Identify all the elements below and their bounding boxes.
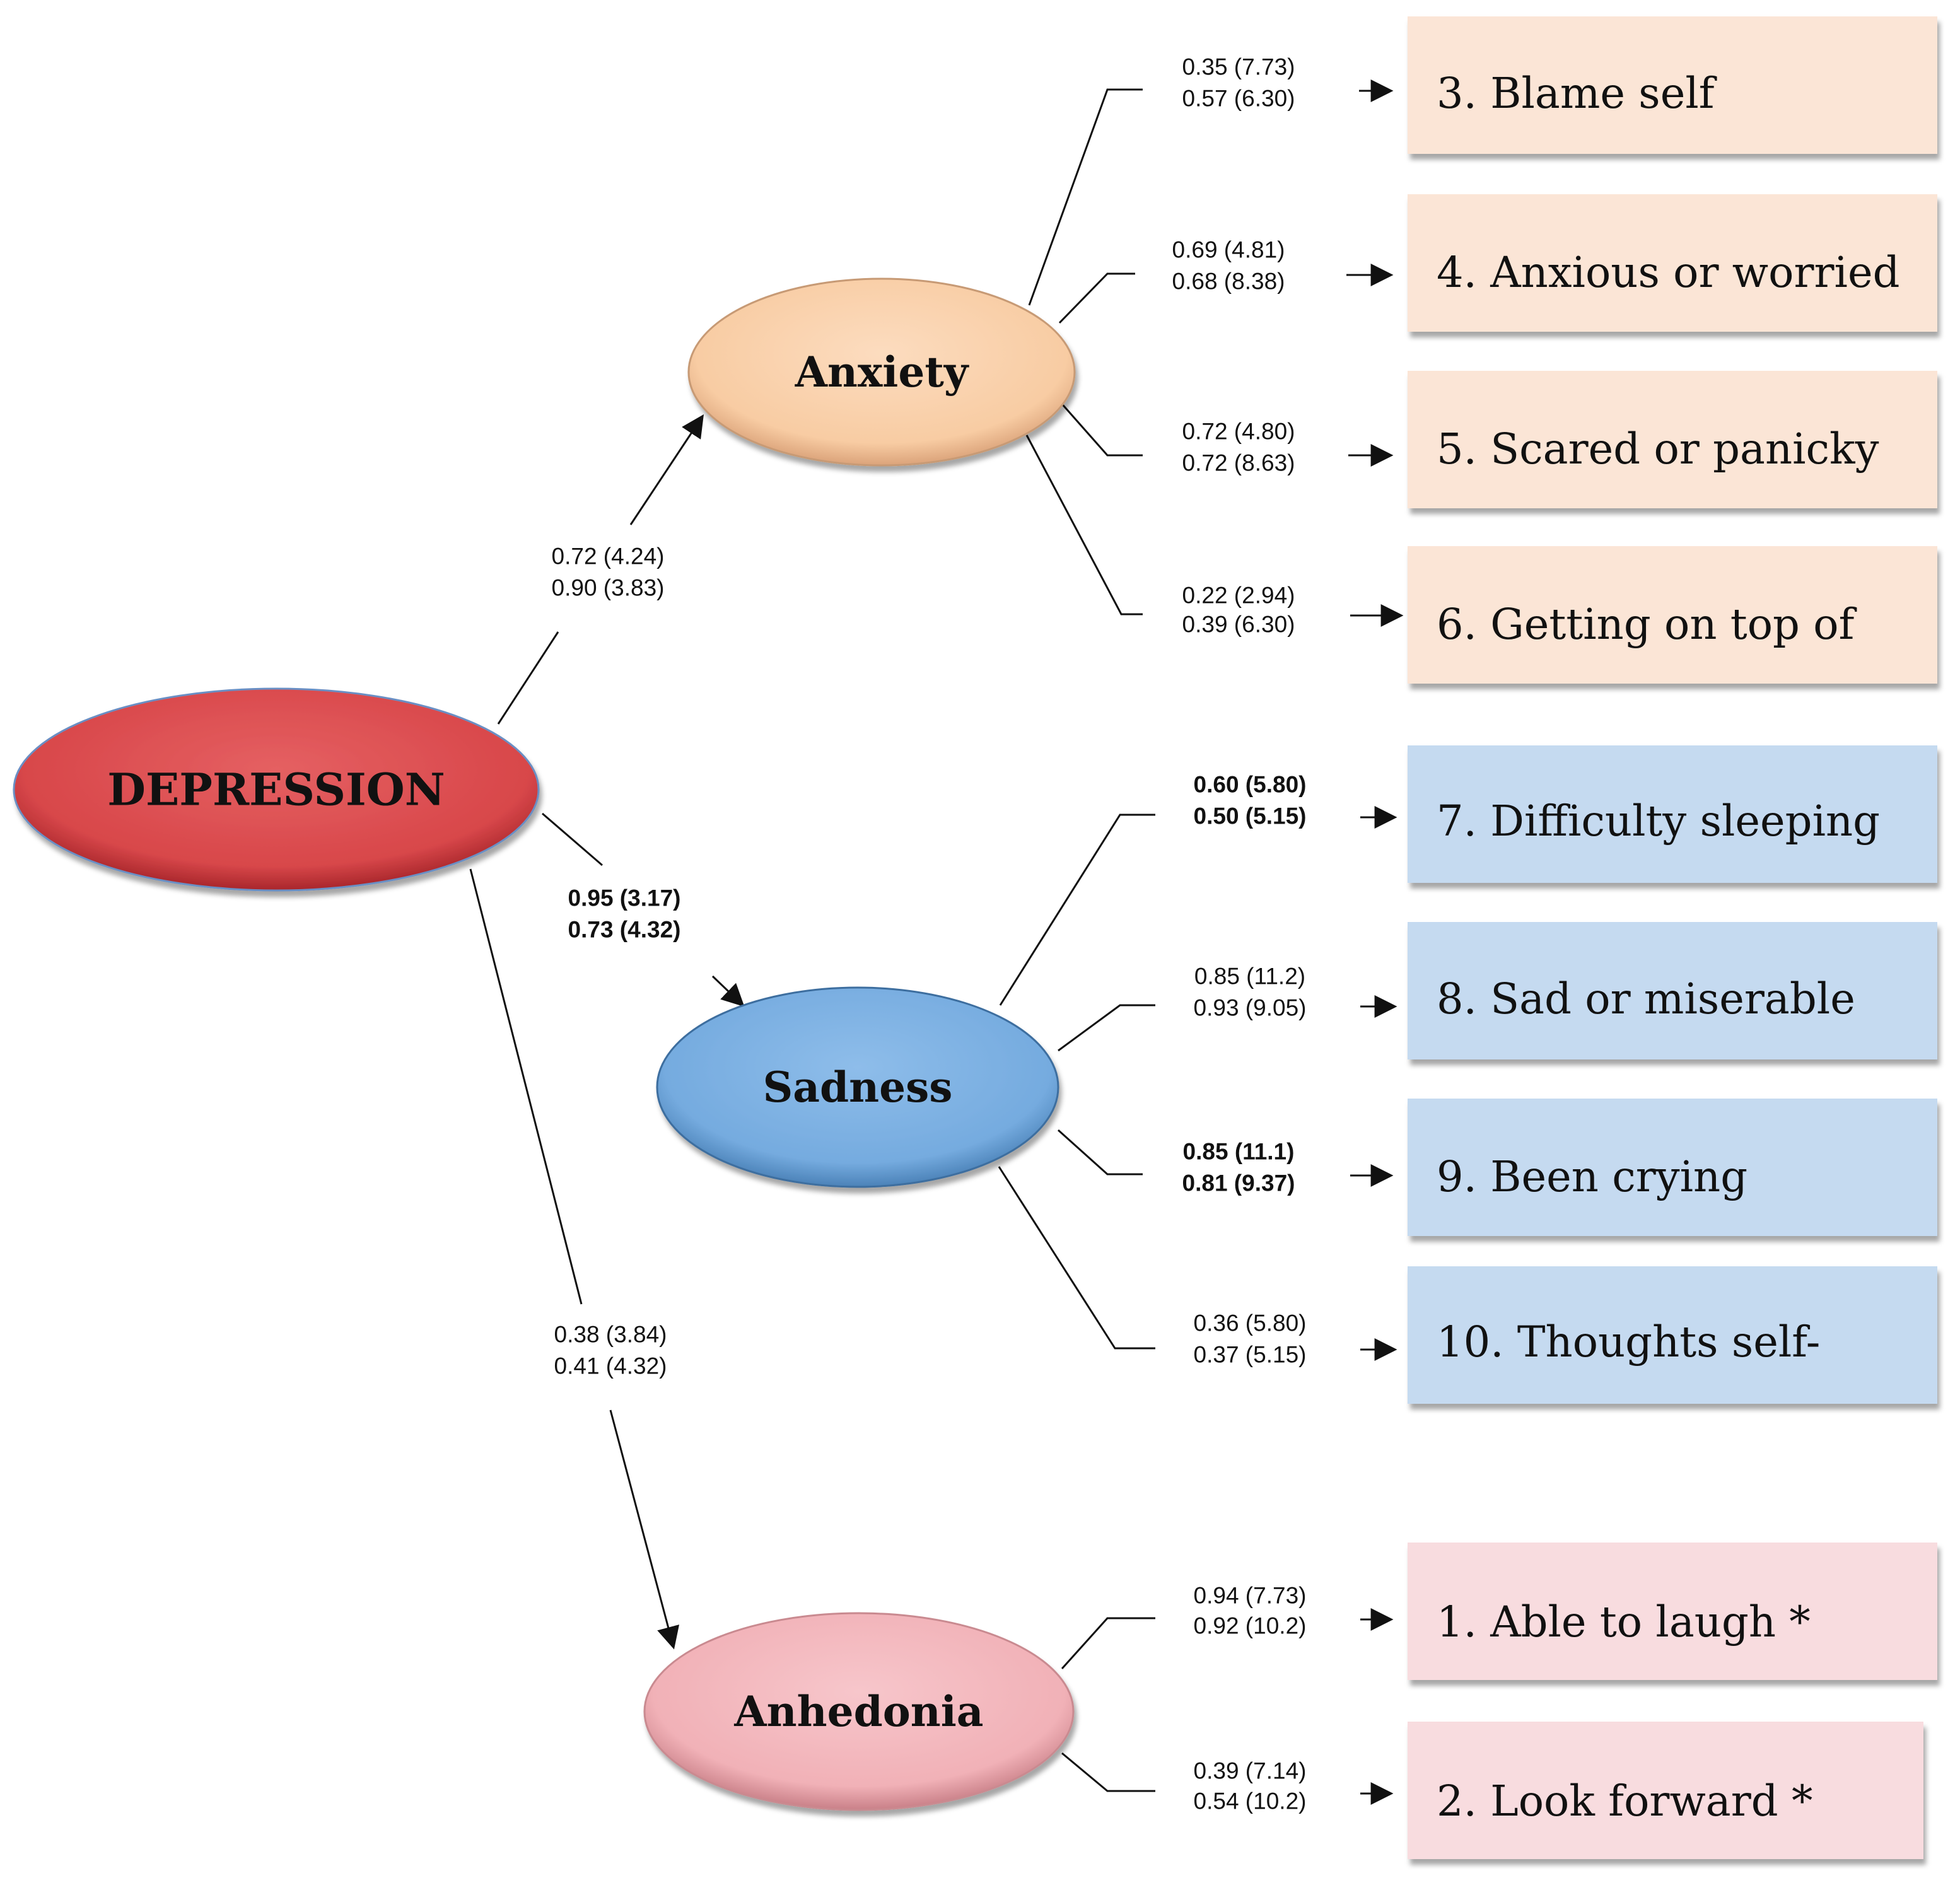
coef-item6-2: 0.39 (6.30) xyxy=(1182,612,1295,638)
anhedonia-label: Anhedonia xyxy=(733,1687,983,1736)
factor-coefficients: 0.72 (4.24) 0.90 (3.83) 0.95 (3.17) 0.73… xyxy=(552,544,681,1379)
coef-item2-1: 0.39 (7.14) xyxy=(1194,1758,1307,1784)
item-box-10: 10. Thoughts self- xyxy=(1408,1266,1937,1404)
edge-anxiety-item5 xyxy=(1058,400,1143,457)
coef-item1-2: 0.92 (10.2) xyxy=(1194,1613,1307,1639)
item-box-3-bg xyxy=(1408,16,1937,154)
coef-depression-sadness-2: 0.73 (4.32) xyxy=(568,917,681,943)
item-box-4-bg xyxy=(1408,194,1937,332)
edge-depression-sadness-lower xyxy=(711,975,745,1007)
item-7-label: 7. Difficulty sleeping xyxy=(1437,796,1880,846)
coef-depression-anhedonia-2: 0.41 (4.32) xyxy=(554,1353,667,1379)
sadness-ellipse xyxy=(656,986,1059,1188)
item-9-label: 9. Been crying xyxy=(1437,1152,1747,1201)
coef-item1-1: 0.94 (7.73) xyxy=(1194,1583,1307,1609)
coef-item9-2: 0.81 (9.37) xyxy=(1182,1170,1295,1196)
edge-sadness-item8 xyxy=(1058,1004,1155,1052)
item-box-8: 8. Sad or miserable xyxy=(1408,922,1937,1059)
item-box-5-bg xyxy=(1408,371,1937,508)
coef-item5-2: 0.72 (8.63) xyxy=(1182,450,1295,476)
item-box-1: 1. Able to laugh * xyxy=(1408,1543,1937,1680)
item-box-5: 5. Scared or panicky xyxy=(1408,371,1937,508)
factor-nodes: DEPRESSION Anxiety Sadness Anhedonia xyxy=(13,277,1076,1811)
item-1-label: 1. Able to laugh * xyxy=(1437,1597,1811,1647)
item-box-2-bg xyxy=(1408,1722,1923,1859)
item-10-label: 10. Thoughts self- xyxy=(1437,1317,1820,1367)
edge-depression-anhedonia-lower xyxy=(609,1409,680,1650)
edge-anxiety-item4 xyxy=(1058,272,1135,324)
item-2-label: 2. Look forward * xyxy=(1437,1776,1812,1826)
edge-anxiety-item6 xyxy=(1025,435,1143,615)
coef-item9-1: 0.85 (11.1) xyxy=(1183,1139,1295,1165)
item-boxes: 3. Blame self 4. Anxious or worried 5. S… xyxy=(1408,16,1937,1859)
edge-sadness-item7 xyxy=(999,814,1155,1006)
item-6-label: 6. Getting on top of xyxy=(1437,600,1857,649)
anxiety-ellipse xyxy=(687,277,1076,467)
item-3-label: 3. Blame self xyxy=(1437,69,1717,118)
anhedonia-ellipse xyxy=(643,1612,1075,1811)
coef-item7-2: 0.50 (5.15) xyxy=(1194,803,1307,829)
coef-item3-1: 0.35 (7.73) xyxy=(1182,54,1295,80)
depression-ellipse xyxy=(13,687,540,892)
item-box-6-bg xyxy=(1408,546,1937,684)
coef-depression-anxiety-2: 0.90 (3.83) xyxy=(552,575,665,601)
item-edges xyxy=(998,88,1155,1792)
item-5-label: 5. Scared or panicky xyxy=(1437,424,1879,474)
edge-sadness-item10 xyxy=(998,1166,1155,1350)
edge-depression-sadness-upper xyxy=(542,812,603,866)
node-depression: DEPRESSION xyxy=(13,687,540,892)
node-sadness: Sadness xyxy=(656,986,1059,1188)
item-4-label: 4. Anxious or worried xyxy=(1437,248,1900,297)
item-box-7-bg xyxy=(1408,745,1937,883)
item-box-8-bg xyxy=(1408,922,1937,1059)
edge-anxiety-item3 xyxy=(1028,88,1143,306)
item-box-7: 7. Difficulty sleeping xyxy=(1408,745,1937,883)
item-box-9-bg xyxy=(1408,1099,1937,1236)
coef-item4-2: 0.68 (8.38) xyxy=(1172,269,1285,295)
edge-sadness-item9 xyxy=(1057,1129,1143,1175)
item-coefficients: 0.35 (7.73) 0.57 (6.30) 0.69 (4.81) 0.68… xyxy=(1172,54,1307,1814)
coef-item6-1: 0.22 (2.94) xyxy=(1182,583,1295,609)
item-box-6: 6. Getting on top of xyxy=(1408,546,1937,684)
item-arrows xyxy=(1346,79,1404,1805)
edge-anhedonia-item2 xyxy=(1061,1752,1155,1792)
node-anhedonia: Anhedonia xyxy=(643,1612,1075,1811)
item-box-3: 3. Blame self xyxy=(1408,16,1937,154)
edge-depression-anxiety-lower xyxy=(497,631,559,725)
node-anxiety: Anxiety xyxy=(687,277,1076,467)
coef-item3-2: 0.57 (6.30) xyxy=(1182,86,1295,112)
coef-item8-1: 0.85 (11.2) xyxy=(1194,964,1305,989)
item-8-label: 8. Sad or miserable xyxy=(1437,974,1855,1024)
coef-item10-1: 0.36 (5.80) xyxy=(1194,1310,1307,1336)
coef-depression-anxiety-1: 0.72 (4.24) xyxy=(552,544,665,569)
coef-item5-1: 0.72 (4.80) xyxy=(1182,419,1295,445)
factor-edges xyxy=(469,414,745,1650)
coef-item8-2: 0.93 (9.05) xyxy=(1194,995,1307,1021)
item-box-4: 4. Anxious or worried xyxy=(1408,194,1937,332)
coef-item10-2: 0.37 (5.15) xyxy=(1194,1342,1307,1368)
coef-item4-1: 0.69 (4.81) xyxy=(1172,237,1285,263)
coef-item2-2: 0.54 (10.2) xyxy=(1194,1788,1307,1814)
edge-depression-anxiety-upper xyxy=(629,414,704,525)
item-box-9: 9. Been crying xyxy=(1408,1099,1937,1236)
anxiety-label: Anxiety xyxy=(795,347,969,397)
item-box-1-bg xyxy=(1408,1543,1937,1680)
sadness-label: Sadness xyxy=(763,1063,953,1112)
item-box-2: 2. Look forward * xyxy=(1408,1722,1923,1859)
coef-item7-1: 0.60 (5.80) xyxy=(1194,772,1307,798)
depression-label: DEPRESSION xyxy=(107,764,445,816)
item-box-10-bg xyxy=(1408,1266,1937,1404)
edge-anhedonia-item1 xyxy=(1061,1617,1155,1670)
coef-depression-anhedonia-1: 0.38 (3.84) xyxy=(554,1322,667,1348)
edge-depression-anhedonia-upper xyxy=(469,868,583,1305)
coef-depression-sadness-1: 0.95 (3.17) xyxy=(568,885,681,911)
